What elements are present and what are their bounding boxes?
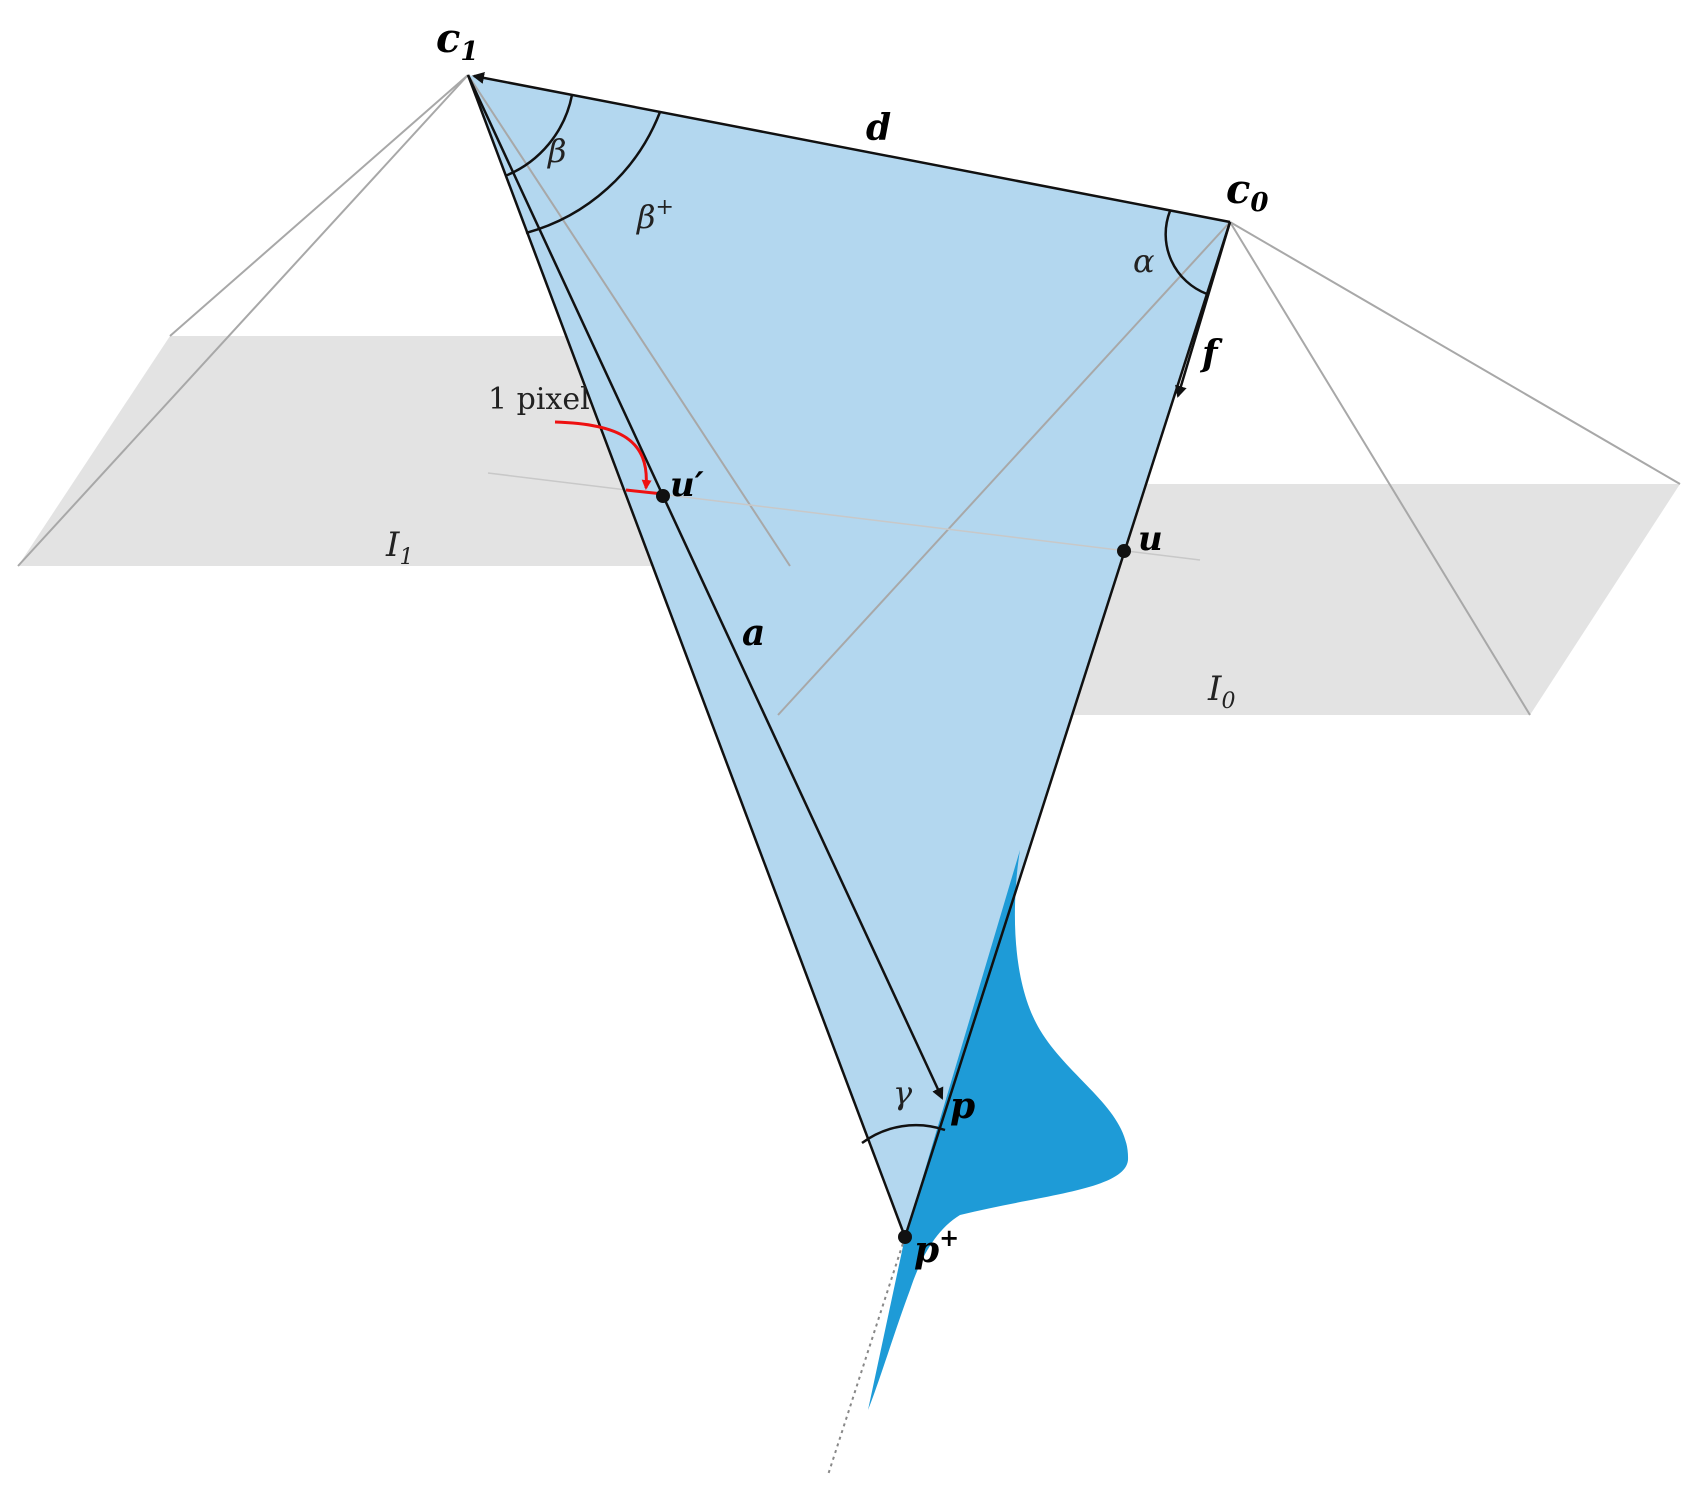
point-u [1117,544,1131,558]
point-u-prime [656,489,670,503]
vector-a [466,74,944,1100]
beta-arc [504,94,574,178]
label-p-plus: p+ [914,1223,959,1271]
frustum-c1 [17,74,791,567]
angle-arcs [504,94,1208,1145]
label-gamma: γ [893,1074,913,1112]
label-a: a [742,612,765,654]
label-f: f [1199,333,1223,375]
label-i0: I0 [1207,669,1235,714]
depth-distribution [868,850,1129,1410]
label-u-prime: u′ [670,465,704,505]
label-p: p [950,1085,975,1127]
label-beta-plus: β+ [636,195,674,236]
label-alpha: α [1133,242,1155,280]
frustum-c0 [777,221,1681,716]
ray-strip [770,520,890,690]
vector-f [1175,221,1232,398]
label-beta: β [547,132,567,170]
ray-c1-pplus [466,74,907,1238]
alpha-arc [1164,210,1208,296]
beta-plus-arc [525,111,662,235]
label-c0: c0 [1226,166,1268,218]
baseline-d [472,72,1231,224]
ray-extension [827,1236,906,1476]
label-d: d [866,107,891,149]
label-u: u [1138,519,1163,559]
gamma-arc [861,1123,946,1145]
label-c1: c1 [436,15,478,67]
label-one-pixel: 1 pixel [488,382,590,417]
triangle-edges [466,72,1232,1238]
points [656,489,1131,1244]
plane-edges [487,472,1201,561]
label-i1: I1 [385,525,413,570]
point-p-plus [898,1230,912,1244]
